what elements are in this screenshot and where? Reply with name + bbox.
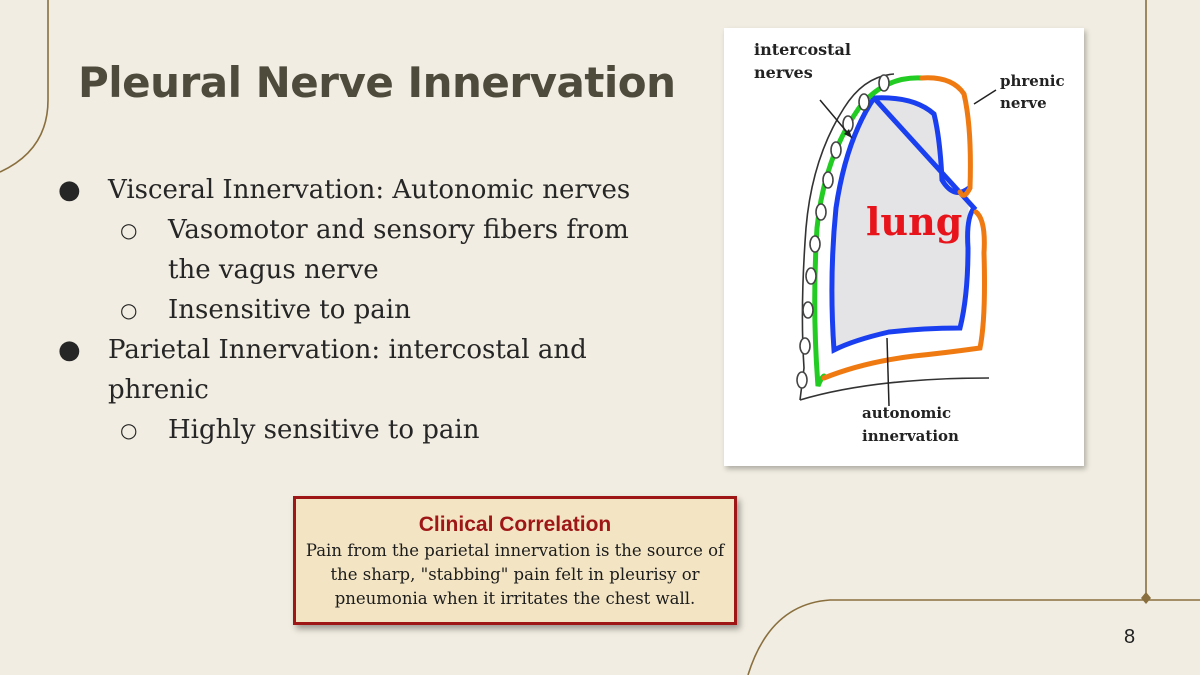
label-autonomic: autonomic <box>862 404 951 422</box>
bullet-icon: ● <box>58 335 81 365</box>
label-lung: lung <box>866 199 962 244</box>
label-phrenic-nerve: nerve <box>1000 94 1047 112</box>
rib-ovals <box>796 74 890 389</box>
sub-bullet-insensitive: ○ Insensitive to pain <box>58 290 648 330</box>
label-phrenic: phrenic <box>1000 72 1065 90</box>
sub-bullet-text: Insensitive to pain <box>168 295 411 325</box>
sub-bullet-icon: ○ <box>120 418 138 442</box>
lung-diagram-svg: intercostal nerves phrenic nerve lung au… <box>754 40 1065 445</box>
lung-innervation-diagram: intercostal nerves phrenic nerve lung au… <box>724 28 1084 466</box>
bullet-visceral: ● Visceral Innervation: Autonomic nerves <box>58 170 648 210</box>
label-innervation: innervation <box>862 427 959 445</box>
phrenic-pointer <box>973 89 997 105</box>
sub-bullet-icon: ○ <box>120 298 138 322</box>
sub-bullet-text: Highly sensitive to pain <box>168 415 480 445</box>
visceral-pleura-line <box>829 93 978 354</box>
lung-shape <box>831 97 969 350</box>
sub-bullet-text: Vasomotor and sensory fibers from the va… <box>168 215 629 285</box>
bullet-icon: ● <box>58 175 81 205</box>
sub-bullet-sensitive: ○ Highly sensitive to pain <box>58 410 648 450</box>
clinical-correlation-box: Clinical Correlation Pain from the parie… <box>293 496 737 625</box>
chest-wall-line <box>799 73 895 401</box>
callout-body: Pain from the parietal innervation is th… <box>305 541 725 608</box>
phrenic-pleura-line <box>821 75 987 381</box>
callout-title: Clinical Correlation <box>418 513 612 536</box>
label-nerves: nerves <box>754 63 813 82</box>
bullet-parietal: ● Parietal Innervation: intercostal and … <box>58 330 648 410</box>
label-intercostal: intercostal <box>754 40 851 59</box>
intercostal-arrowhead <box>844 129 852 138</box>
page-title: Pleural Nerve Innervation <box>78 58 676 107</box>
bullet-text: Parietal Innervation: intercostal and ph… <box>108 335 587 405</box>
diaphragm-line <box>799 377 990 401</box>
page-number: 8 <box>1124 626 1136 648</box>
sub-bullet-vasomotor: ○ Vasomotor and sensory fibers from the … <box>58 210 648 290</box>
bullet-list: ● Visceral Innervation: Autonomic nerves… <box>58 170 648 450</box>
sub-bullet-icon: ○ <box>120 218 138 242</box>
autonomic-pointer <box>886 337 890 407</box>
bullet-text: Visceral Innervation: Autonomic nerves <box>108 175 631 205</box>
